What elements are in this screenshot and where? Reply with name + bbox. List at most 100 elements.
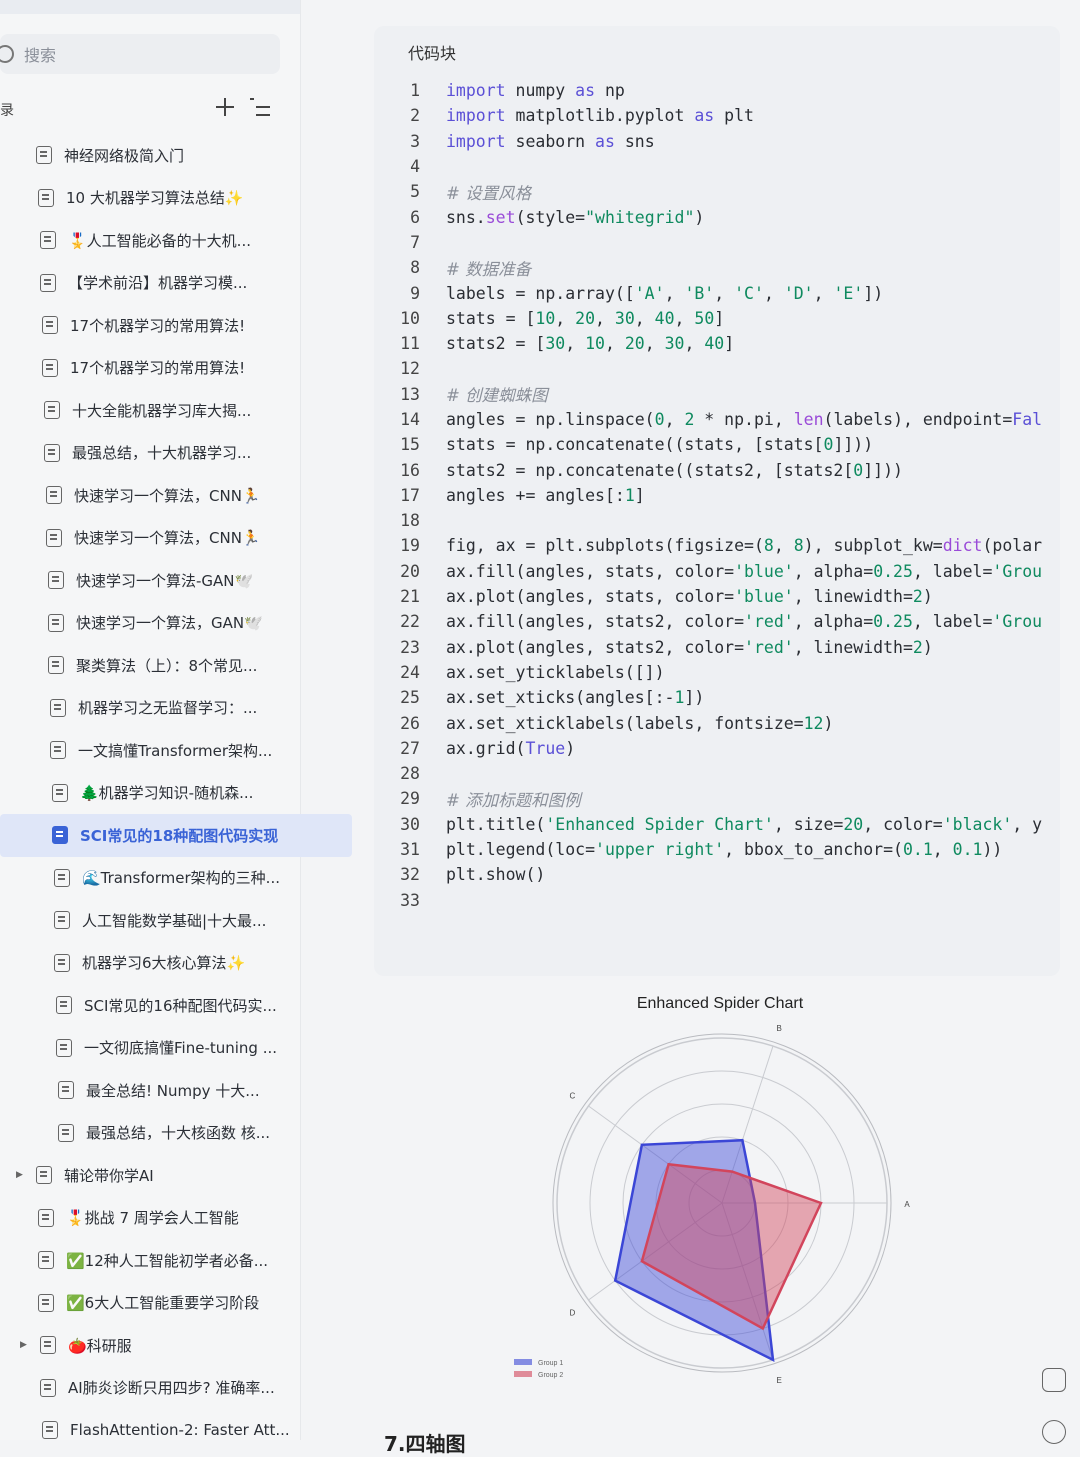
code-line: 4 xyxy=(374,154,1060,179)
line-number: 14 xyxy=(400,410,420,429)
toc-item-label: 🎖️挑战 7 周学会人工智能 xyxy=(66,1209,239,1228)
line-number: 28 xyxy=(400,764,420,784)
category-label: A xyxy=(904,1200,910,1209)
toc-item-label: 【学术前沿】机器学习模... xyxy=(68,274,248,293)
toc-item-label: 17个机器学习的常用算法! xyxy=(70,316,246,335)
toc-item[interactable]: FlashAttention-2: Faster Att... xyxy=(0,1409,300,1452)
category-label: D xyxy=(569,1309,575,1318)
toc-header: 目录 xyxy=(0,94,280,126)
line-number: 23 xyxy=(400,637,420,657)
document-icon xyxy=(44,401,60,420)
toc-item-label: 人工智能数学基础|十大最... xyxy=(82,911,267,930)
toc-item[interactable]: SCI常见的18种配图代码实现 xyxy=(0,814,352,857)
line-number: 12 xyxy=(400,359,420,379)
grid-spoke xyxy=(588,1105,723,1204)
help-icon[interactable] xyxy=(1042,1420,1066,1444)
code-text: plt.show() xyxy=(446,865,546,885)
toc-item[interactable]: ▶ 辅论带你学AI xyxy=(0,1154,300,1197)
toc-item[interactable]: 机器学习6大核心算法✨ xyxy=(0,942,300,985)
toc-item-label: 🎖️人工智能必备的十大机... xyxy=(68,231,251,250)
document-icon xyxy=(58,1123,74,1142)
document-icon xyxy=(46,486,62,505)
toc-item[interactable]: 🌊Transformer架构的三种... xyxy=(0,857,300,900)
toc-item[interactable]: ▶ 🍅科研服 xyxy=(0,1324,300,1367)
search-box[interactable]: 搜索 xyxy=(0,34,280,74)
document-icon xyxy=(48,656,64,675)
copy-icon[interactable] xyxy=(1042,1368,1066,1392)
toc-item[interactable]: 最全总结! Numpy 十大... xyxy=(0,1069,300,1112)
outer-ring xyxy=(552,1033,892,1373)
code-text: import numpy as np xyxy=(446,81,625,101)
toc-item[interactable]: ✅6大人工智能重要学习阶段 xyxy=(0,1282,300,1325)
toc-item[interactable]: 一文搞懂Transformer架构... xyxy=(0,729,300,772)
document-icon xyxy=(42,1421,58,1440)
line-number: 17 xyxy=(400,485,420,505)
line-number: 20 xyxy=(400,561,420,581)
toc-item-label: 机器学习6大核心算法✨ xyxy=(82,954,246,973)
code-line: 18 xyxy=(374,508,1060,533)
toc-item[interactable]: AI肺炎诊断只用四步? 准确率... xyxy=(0,1367,300,1410)
toc-item[interactable]: 最强总结，十大核函数 核... xyxy=(0,1112,300,1155)
document-icon xyxy=(40,273,56,292)
toc-item[interactable]: 🎖️挑战 7 周学会人工智能 xyxy=(0,1197,300,1240)
toc-item-label: FlashAttention-2: Faster Att... xyxy=(70,1421,290,1440)
code-line: 12 xyxy=(374,356,1060,381)
expand-arrow-icon[interactable]: ▶ xyxy=(16,1170,23,1181)
category-label: C xyxy=(569,1091,575,1100)
toc-item[interactable]: 机器学习之无监督学习：... xyxy=(0,687,300,730)
document-icon xyxy=(58,1081,74,1100)
toc-item[interactable]: 快速学习一个算法-GAN🕊️ xyxy=(0,559,300,602)
toc-item[interactable]: 神经网络极简入门 xyxy=(0,134,300,177)
toc-item[interactable]: 快速学习一个算法，CNN🏃 xyxy=(0,517,300,560)
line-number: 5 xyxy=(410,182,420,202)
toc-item[interactable]: 快速学习一个算法，GAN🕊️ xyxy=(0,602,300,645)
toc-item[interactable]: 一文彻底搞懂Fine-tuning ... xyxy=(0,1027,300,1070)
toc-item[interactable]: 17个机器学习的常用算法! xyxy=(0,347,300,390)
code-block-title: 代码块 xyxy=(408,44,457,63)
expand-arrow-icon[interactable]: ▶ xyxy=(20,1340,27,1351)
line-number: 9 xyxy=(410,283,420,303)
toc-item-label: 神经网络极简入门 xyxy=(64,146,185,165)
line-number: 8 xyxy=(410,258,420,278)
code-line: 29# 添加标题和图例 xyxy=(374,786,1060,811)
toc-item-label: 🍅科研服 xyxy=(68,1336,132,1355)
document-icon xyxy=(42,316,58,335)
toc-item-label: 辅论带你学AI xyxy=(64,1166,154,1185)
toc-item-label: ✅12种人工智能初学者必备... xyxy=(66,1251,269,1270)
toc-item[interactable]: 🎖️人工智能必备的十大机... xyxy=(0,219,300,262)
document-icon xyxy=(50,741,66,760)
document-icon xyxy=(36,1166,52,1185)
toc-item[interactable]: 10 大机器学习算法总结✨ xyxy=(0,177,300,220)
toc-item[interactable]: 人工智能数学基础|十大最... xyxy=(0,899,300,942)
toc-item[interactable]: 最强总结，十大机器学习... xyxy=(0,432,300,475)
toc-item[interactable]: 【学术前沿】机器学习模... xyxy=(0,262,300,305)
line-number: 2 xyxy=(410,106,420,126)
code-text: ax.plot(angles, stats, color='blue', lin… xyxy=(446,587,933,607)
toc-item[interactable]: ✅12种人工智能初学者必备... xyxy=(0,1239,300,1282)
toc-item[interactable]: SCI常见的16种配图代码实... xyxy=(0,984,300,1027)
toc-item[interactable]: 聚类算法（上）：8个常见... xyxy=(0,644,300,687)
toc-item[interactable]: 17个机器学习的常用算法! xyxy=(0,304,300,347)
code-text: ax.set_yticklabels([]) xyxy=(446,662,665,682)
toc-item[interactable]: 十大全能机器学习库大揭... xyxy=(0,389,300,432)
outline-icon[interactable] xyxy=(250,98,270,116)
line-number: 10 xyxy=(400,308,420,328)
code-text: ax.grid(True) xyxy=(446,738,576,758)
toc-item[interactable]: 快速学习一个算法，CNN🏃 xyxy=(0,474,300,517)
code-text: ax.set_xticks(angles[:-1]) xyxy=(446,688,705,708)
toc-item-label: 最全总结! Numpy 十大... xyxy=(86,1081,260,1100)
line-number: 16 xyxy=(400,460,420,480)
add-icon[interactable] xyxy=(216,98,234,116)
document-icon xyxy=(48,613,64,632)
document-icon xyxy=(44,443,60,462)
toc-item[interactable]: 🌲机器学习知识-随机森... xyxy=(0,772,300,815)
line-number: 29 xyxy=(400,789,420,809)
